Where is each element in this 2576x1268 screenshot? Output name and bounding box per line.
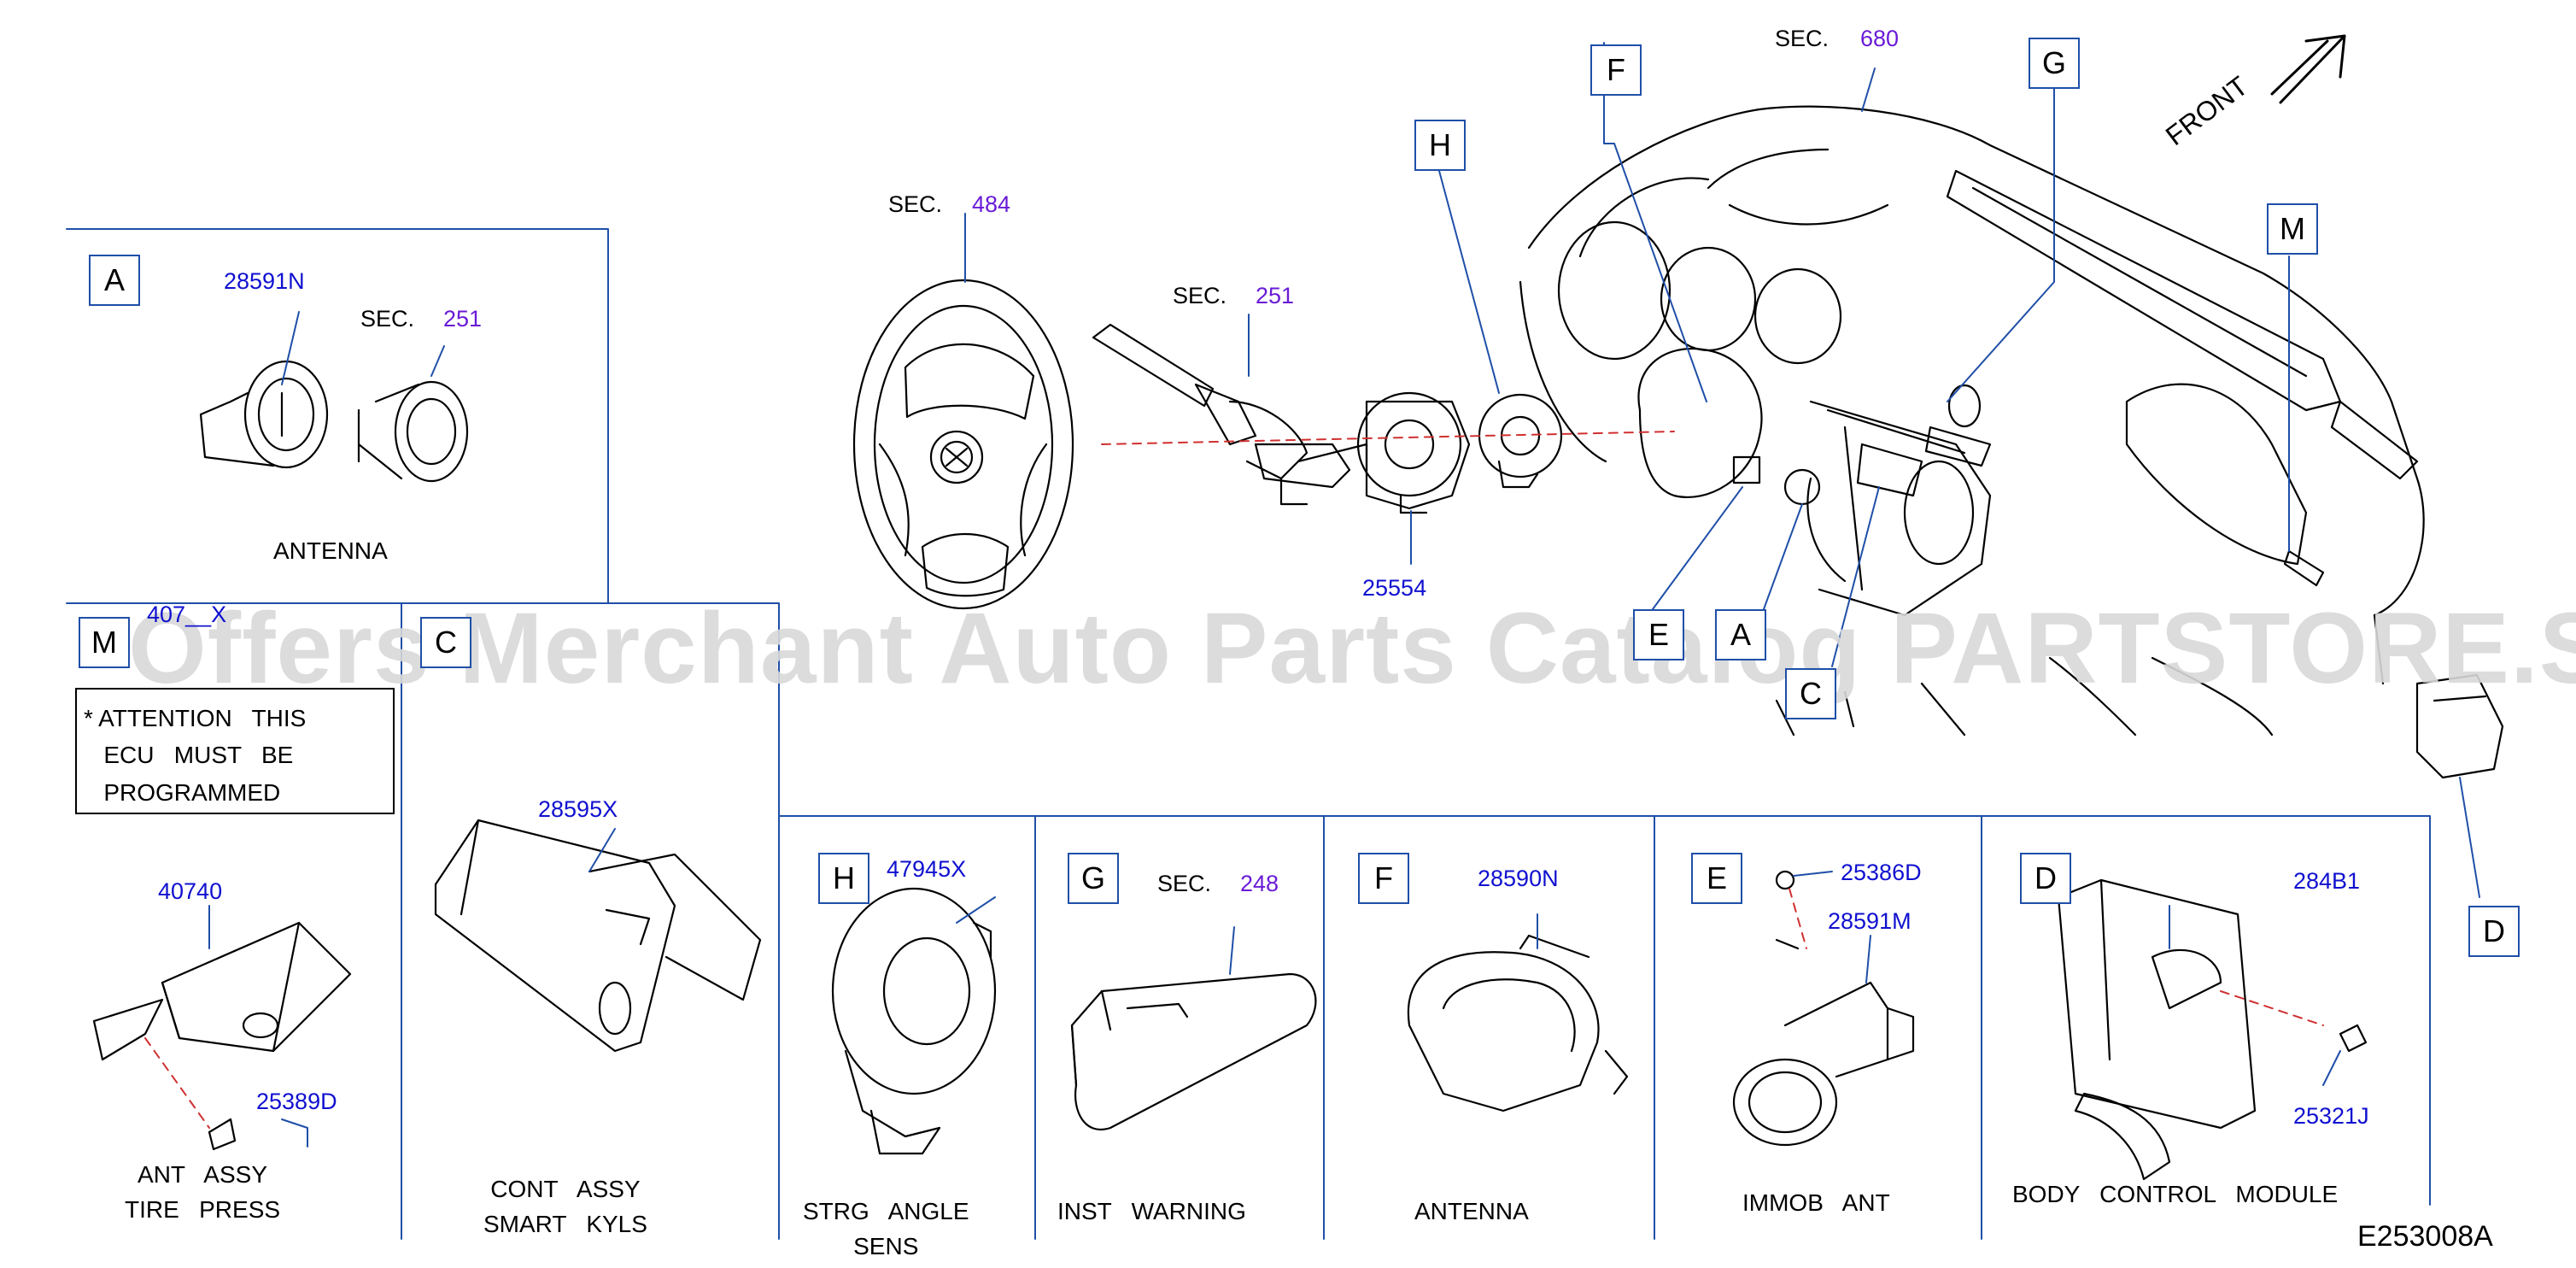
part-number-25321j[interactable]: 25321J: [2293, 1103, 2369, 1129]
spiral-cable-drawing: [1356, 391, 1471, 514]
description-m: ANT ASSY TIRE PRESS: [125, 1161, 281, 1223]
part-number-28591n[interactable]: 28591N: [224, 268, 305, 294]
callout-box-a[interactable]: A: [1715, 609, 1766, 660]
strg-angle-sensor-main-drawing: [1478, 393, 1563, 489]
tire-press-antenna-drawing: [92, 921, 352, 1151]
description-f: ANTENNA: [1414, 1198, 1529, 1224]
part-number-40740[interactable]: 40740: [158, 878, 223, 904]
callout-box-g[interactable]: G: [2029, 38, 2080, 89]
part-number-284b1[interactable]: 284B1: [2293, 868, 2361, 894]
front-arrow-drawing: [2270, 34, 2346, 104]
callout-box-h[interactable]: H: [1414, 120, 1466, 171]
part-number-28595x[interactable]: 28595X: [538, 796, 618, 822]
description-c: CONT ASSY SMART KYLS: [483, 1176, 647, 1237]
panel-title-e: E: [1691, 853, 1742, 904]
immob-antenna-main-drawing: [1732, 455, 1761, 484]
part-number-25554[interactable]: 25554: [1362, 575, 1427, 601]
sec-251-main-prefix: SEC.: [1173, 283, 1227, 308]
description-g: INST WARNING: [1057, 1198, 1246, 1224]
body-control-module-drawing: [2057, 878, 2368, 1181]
sec-251-a-link[interactable]: 251: [443, 306, 483, 332]
panel-title-g: G: [1068, 853, 1119, 904]
part-number-40740-partial[interactable]: 407__X: [147, 602, 227, 627]
part-number-25389d[interactable]: 25389D: [256, 1089, 337, 1114]
part-number-25386d[interactable]: 25386D: [1841, 860, 1922, 885]
callout-box-d[interactable]: D: [2468, 906, 2520, 957]
instrument-panel-drawing: [1519, 105, 2425, 737]
panel-title-d: D: [2020, 853, 2071, 904]
combination-switch-drawing: [1092, 323, 1368, 506]
part-number-47945x[interactable]: 47945X: [887, 856, 967, 882]
antenna-f-drawing: [1407, 934, 1629, 1112]
panel-title-a: A: [89, 255, 140, 306]
sec-251-a-prefix: SEC.: [360, 306, 415, 332]
description-h: STRG ANGLE SENS: [803, 1198, 969, 1259]
sec-484-prefix: SEC.: [888, 191, 943, 217]
part-number-28590n[interactable]: 28590N: [1478, 866, 1559, 891]
drawing-code: E253008A: [2357, 1220, 2493, 1253]
panel-title-c: C: [420, 617, 471, 668]
callout-box-f[interactable]: F: [1590, 44, 1642, 96]
sec-248-prefix: SEC.: [1157, 871, 1212, 896]
sec-680-prefix: SEC.: [1775, 26, 1830, 51]
antenna-a-drawing: [199, 360, 469, 483]
strg-angle-sensor-drawing: [831, 887, 997, 1155]
description-d: BODY CONTROL MODULE: [2012, 1181, 2339, 1207]
part-number-28591m[interactable]: 28591M: [1828, 908, 1912, 934]
bcm-main-drawing: [2415, 673, 2504, 779]
smart-key-control-drawing: [434, 819, 762, 1053]
callout-box-c[interactable]: C: [1785, 668, 1836, 719]
panel-title-f: F: [1358, 853, 1409, 904]
inst-warning-drawing: [1070, 972, 1317, 1130]
attention-note: * ATTENTION THIS ECU MUST BE PROGRAMMED: [75, 688, 395, 814]
callout-box-e[interactable]: E: [1633, 609, 1684, 660]
watermark: Offers Merchant Auto Parts Catalog PARTS…: [128, 592, 2576, 705]
immob-antenna-drawing: [1732, 870, 1915, 1147]
sec-248-link[interactable]: 248: [1240, 871, 1279, 896]
sec-680-link[interactable]: 680: [1860, 26, 1900, 51]
callout-box-m[interactable]: M: [2267, 203, 2318, 255]
panel-title-h: H: [818, 853, 869, 904]
description-e: IMMOB ANT: [1742, 1189, 1890, 1216]
panel-title-m: M: [79, 617, 130, 668]
sec-251-main-link[interactable]: 251: [1256, 283, 1295, 308]
sec-484-link[interactable]: 484: [972, 191, 1011, 217]
steering-wheel-drawing: [852, 279, 1074, 610]
description-a: ANTENNA: [273, 537, 388, 564]
